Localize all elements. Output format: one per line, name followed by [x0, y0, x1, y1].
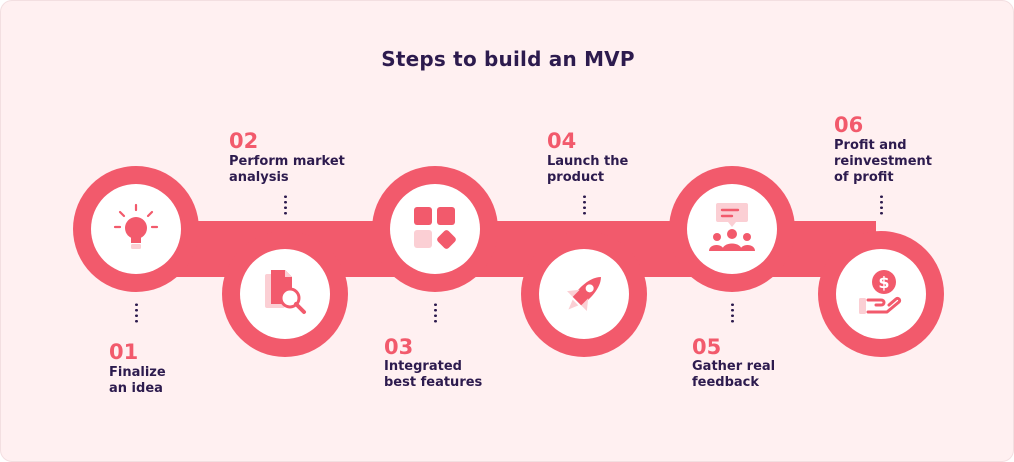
- step-number: 03: [384, 335, 414, 359]
- step-connector-dots: [583, 194, 586, 216]
- group-feedback-icon: [709, 203, 755, 251]
- step-connector-dots: [880, 194, 883, 216]
- step-connector-dots: [434, 302, 437, 324]
- step-label: Finalize an idea: [109, 365, 166, 396]
- step-connector-dots: [135, 302, 138, 324]
- feature-blocks-icon: [414, 207, 456, 249]
- step-label: Profit and reinvestment of profit: [834, 138, 933, 185]
- money-hand-icon: $: [859, 270, 902, 314]
- step-label: Integrated best features: [384, 359, 483, 390]
- step-label: Perform market analysis: [229, 154, 345, 185]
- svg-text:$: $: [878, 273, 889, 292]
- document-search-icon: [265, 270, 306, 314]
- step-disc-6: [836, 249, 926, 339]
- step-label: Gather real feedback: [692, 359, 776, 390]
- step-number: 04: [547, 129, 577, 153]
- rocket-icon: [567, 277, 601, 311]
- step-number: 06: [834, 113, 864, 137]
- chain-band: [73, 166, 944, 357]
- step-disc-3: [390, 184, 480, 274]
- page-title: Steps to build an MVP: [381, 47, 635, 71]
- step-label: Launch the product: [547, 154, 629, 185]
- step-connector-dots: [284, 194, 287, 216]
- step-number: 05: [692, 335, 722, 359]
- step-number: 01: [109, 340, 139, 364]
- lightbulb-icon: [113, 203, 159, 249]
- step-number: 02: [229, 129, 259, 153]
- step-connector-dots: [731, 302, 734, 324]
